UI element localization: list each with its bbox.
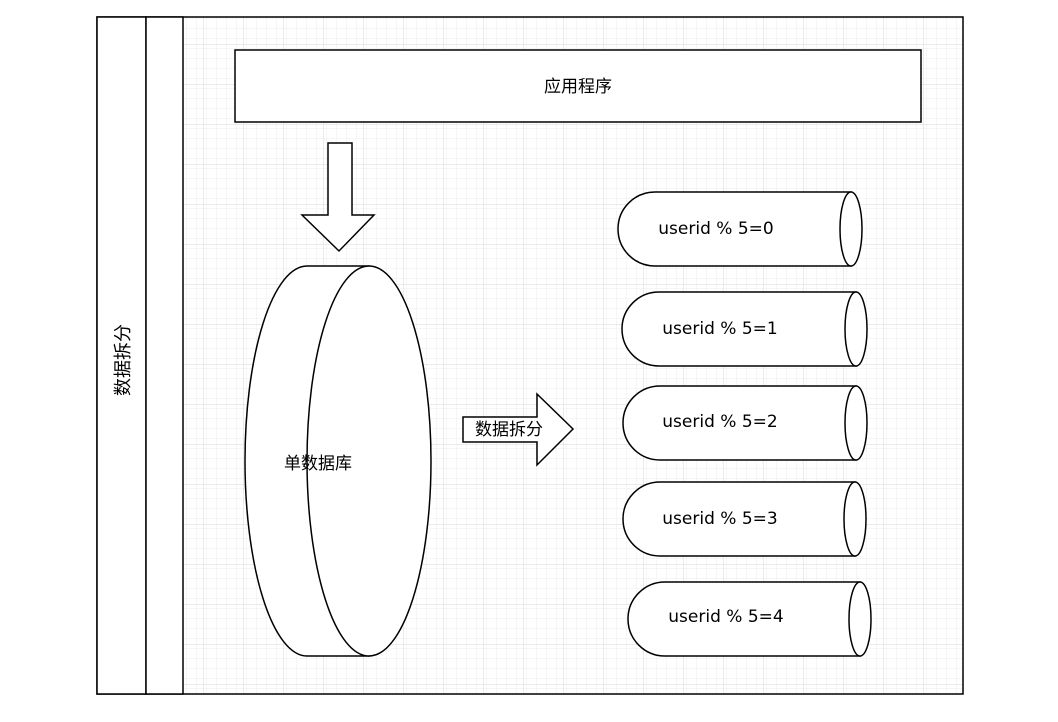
shard-4[interactable]: userid % 5=4 xyxy=(627,581,872,657)
shard-0-label: userid % 5=0 xyxy=(658,219,773,239)
swimlane-title: 数据拆分 xyxy=(113,324,134,396)
shard-2-face xyxy=(844,385,868,461)
shard-2-label: userid % 5=2 xyxy=(662,412,777,432)
shard-0-body[interactable] xyxy=(617,191,852,267)
shard-2-body[interactable] xyxy=(622,385,857,461)
single-database-face xyxy=(306,265,432,657)
shard-0[interactable]: userid % 5=0 xyxy=(617,191,863,267)
shard-3[interactable]: userid % 5=3 xyxy=(622,481,867,557)
shard-0-face xyxy=(839,191,863,267)
shard-1-body[interactable] xyxy=(621,291,857,367)
app-box-label: 应用程序 xyxy=(544,77,612,97)
shard-4-label: userid % 5=4 xyxy=(668,607,783,627)
shard-2[interactable]: userid % 5=2 xyxy=(622,385,868,461)
shard-3-face xyxy=(843,481,867,557)
shard-4-body[interactable] xyxy=(627,581,861,657)
shard-3-body[interactable] xyxy=(622,481,856,557)
split-arrow-shape[interactable] xyxy=(462,392,575,467)
app-box[interactable]: 应用程序 xyxy=(234,49,922,123)
split-arrow[interactable]: 数据拆分 xyxy=(462,392,575,467)
single-database[interactable]: 单数据库 xyxy=(244,265,432,657)
app-box-rect[interactable] xyxy=(234,49,922,123)
shard-4-face xyxy=(848,581,872,657)
down-arrow-icon[interactable] xyxy=(300,142,376,253)
single-database-label: 单数据库 xyxy=(284,454,352,474)
shard-3-label: userid % 5=3 xyxy=(662,509,777,529)
shard-1-label: userid % 5=1 xyxy=(662,319,777,339)
split-arrow-label: 数据拆分 xyxy=(475,420,543,440)
swimlane-subheader xyxy=(145,16,184,695)
shard-1-face xyxy=(844,291,868,367)
swimlane-header[interactable] xyxy=(96,16,147,695)
shard-1[interactable]: userid % 5=1 xyxy=(621,291,868,367)
